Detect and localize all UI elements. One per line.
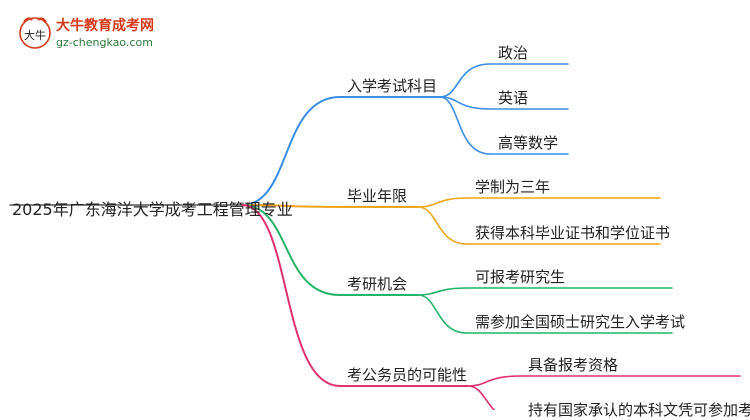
leaf-politics: 政治 bbox=[498, 44, 529, 62]
connector-branch-leaf bbox=[439, 96, 491, 155]
mind-map: 大牛 大牛教育成考网 gz-chengkao.com 2025年广东海洋大学成考… bbox=[9, 12, 750, 419]
logo-url: gz-chengkao.com bbox=[56, 36, 153, 49]
connector-branch-leaf bbox=[467, 375, 521, 387]
leaf-eligible: 具备报考资格 bbox=[528, 356, 619, 374]
connector-root-branch bbox=[241, 204, 341, 208]
leaf-can-apply-postgraduate: 可报考研究生 bbox=[475, 268, 566, 286]
branch-postgraduate-opportunity: 考研机会 bbox=[347, 275, 408, 293]
mind-map-connectors bbox=[9, 63, 741, 410]
logo-title: 大牛教育成考网 bbox=[56, 18, 154, 34]
leaf-diploma-and-degree: 获得本科毕业证书和学位证书 bbox=[475, 224, 671, 242]
connector-root-branch bbox=[241, 204, 341, 387]
connector-root-branch bbox=[241, 204, 341, 296]
connector-branch-leaf bbox=[439, 96, 491, 110]
connector-branch-leaf bbox=[439, 63, 491, 98]
leaf-advanced-math: 高等数学 bbox=[498, 134, 559, 152]
svg-text:大牛: 大牛 bbox=[24, 28, 46, 42]
bull-logo-icon: 大牛 bbox=[19, 17, 51, 49]
connector-branch-leaf bbox=[467, 385, 496, 410]
connector-root-branch bbox=[241, 96, 341, 206]
branch-graduation-period: 毕业年限 bbox=[347, 187, 408, 205]
branch-civil-service-possibility: 考公务员的可能性 bbox=[347, 366, 468, 384]
connector-branch-leaf bbox=[417, 294, 468, 334]
connector-branch-leaf bbox=[417, 287, 468, 296]
leaf-english: 英语 bbox=[498, 89, 529, 107]
connector-branch-leaf bbox=[417, 206, 468, 245]
site-logo[interactable]: 大牛 大牛教育成考网 gz-chengkao.com bbox=[18, 12, 168, 56]
connector-branch-leaf bbox=[417, 197, 468, 208]
branch-exam-subjects: 入学考试科目 bbox=[347, 77, 438, 95]
leaf-national-exam: 需参加全国硕士研究生入学考试 bbox=[475, 313, 686, 331]
leaf-three-years: 学制为三年 bbox=[475, 178, 551, 196]
root-topic: 2025年广东海洋大学成考工程管理专业 bbox=[12, 200, 293, 219]
